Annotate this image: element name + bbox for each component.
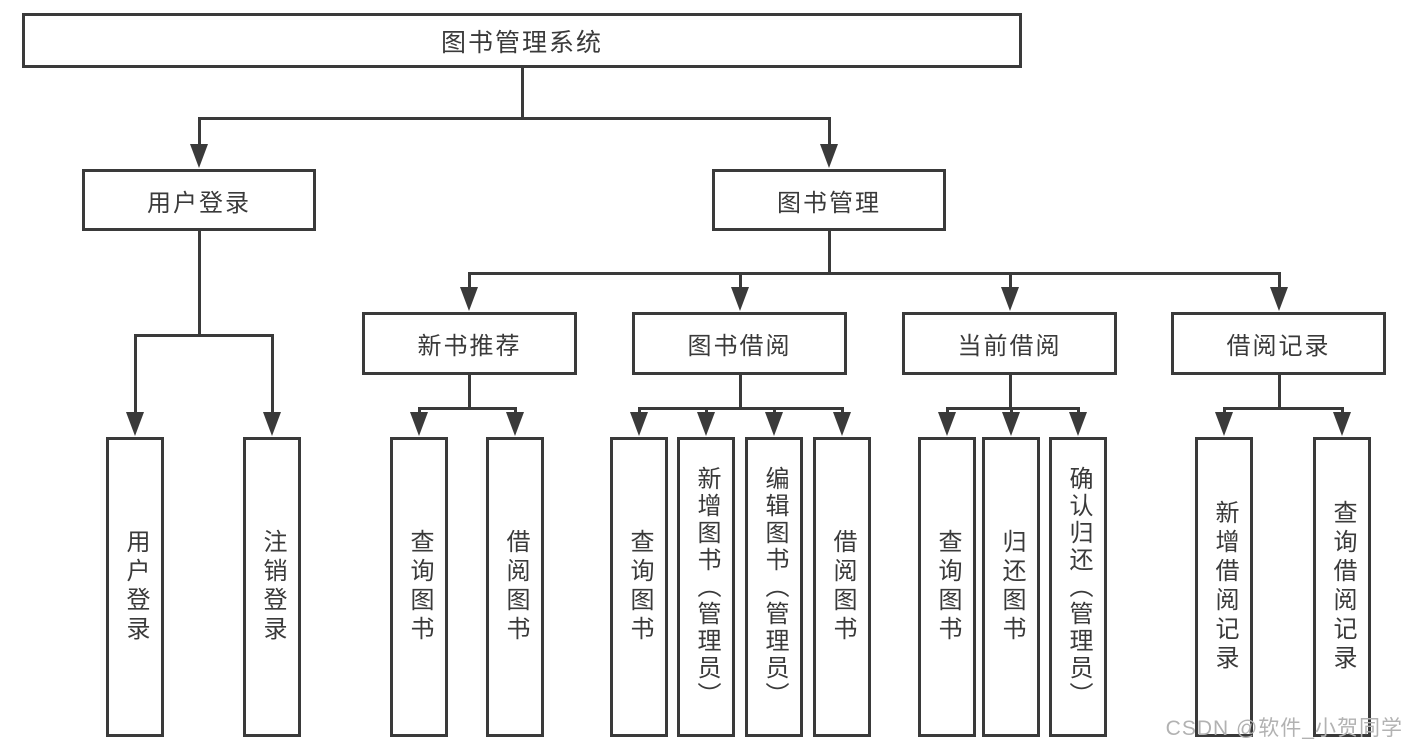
node-label: 查询图书 <box>406 529 433 645</box>
connector-line <box>946 407 1080 410</box>
node-leaf-borrowing-add-books-admin: 新增图书（管理员） <box>677 437 735 737</box>
node-leaf-records-query-borrow-record: 查询借阅记录 <box>1313 437 1371 737</box>
arrowhead-icon <box>1002 412 1020 436</box>
node-library-management-system: 图书管理系统 <box>22 13 1022 68</box>
node-leaf-records-add-borrow-record: 新增借阅记录 <box>1195 437 1253 737</box>
node-leaf-logout: 注销登录 <box>243 437 301 737</box>
node-label: 借阅图书 <box>502 529 529 645</box>
node-leaf-recommend-query-books: 查询图书 <box>390 437 448 737</box>
connector-line <box>1223 407 1344 410</box>
arrowhead-icon <box>460 287 478 311</box>
connector-line <box>198 118 201 146</box>
watermark-text: CSDN @软件_小贺同学 <box>1165 717 1403 740</box>
arrowhead-icon <box>263 412 281 436</box>
node-leaf-current-return-books: 归还图书 <box>982 437 1040 737</box>
node-label: 借阅记录 <box>1226 333 1331 360</box>
arrowhead-icon <box>731 287 749 311</box>
arrowhead-icon <box>190 144 208 168</box>
connector-line <box>134 334 274 337</box>
node-label: 当前借阅 <box>957 333 1062 360</box>
node-new-book-recommend: 新书推荐 <box>362 312 577 375</box>
connector-line <box>1009 375 1012 408</box>
node-label: 确认归还（管理员） <box>1065 465 1092 709</box>
node-label: 用户登录 <box>122 529 149 645</box>
connector-line <box>638 407 844 410</box>
arrowhead-icon <box>765 412 783 436</box>
node-label: 查询图书 <box>934 529 961 645</box>
connector-line <box>134 335 137 413</box>
node-book-management: 图书管理 <box>712 169 946 231</box>
node-label: 归还图书 <box>998 529 1025 645</box>
connector-line <box>468 273 471 289</box>
node-label: 借阅图书 <box>829 529 856 645</box>
arrowhead-icon <box>630 412 648 436</box>
connector-line <box>468 375 471 408</box>
arrowhead-icon <box>506 412 524 436</box>
arrowhead-icon <box>820 144 838 168</box>
node-leaf-borrowing-edit-books-admin: 编辑图书（管理员） <box>745 437 803 737</box>
connector-line <box>418 407 517 410</box>
node-label: 编辑图书（管理员） <box>761 465 788 709</box>
arrowhead-icon <box>1069 412 1087 436</box>
node-label: 注销登录 <box>259 529 286 645</box>
arrowhead-icon <box>833 412 851 436</box>
node-label: 新增借阅记录 <box>1211 500 1238 674</box>
node-label: 查询借阅记录 <box>1329 500 1356 674</box>
arrowhead-icon <box>410 412 428 436</box>
connector-line <box>198 231 201 335</box>
node-leaf-recommend-borrow-books: 借阅图书 <box>486 437 544 737</box>
connector-line <box>468 272 1281 275</box>
node-label: 图书管理系统 <box>440 28 603 57</box>
node-book-borrowing: 图书借阅 <box>632 312 847 375</box>
node-leaf-user-login: 用户登录 <box>106 437 164 737</box>
node-label: 新增图书（管理员） <box>693 465 720 709</box>
connector-line <box>1278 273 1281 289</box>
node-label: 查询图书 <box>626 529 653 645</box>
arrowhead-icon <box>1215 412 1233 436</box>
connector-line <box>198 117 831 120</box>
connector-line <box>271 335 274 413</box>
arrowhead-icon <box>1001 287 1019 311</box>
connector-line <box>1278 375 1281 408</box>
node-label: 图书管理 <box>777 189 881 217</box>
node-current-borrowing: 当前借阅 <box>902 312 1117 375</box>
connector-line <box>1009 273 1012 289</box>
connector-line <box>521 68 524 118</box>
connector-line <box>739 375 742 408</box>
node-user-login: 用户登录 <box>82 169 316 231</box>
node-leaf-current-query-books: 查询图书 <box>918 437 976 737</box>
node-leaf-current-confirm-return-admin: 确认归还（管理员） <box>1049 437 1107 737</box>
node-leaf-borrowing-borrow-books: 借阅图书 <box>813 437 871 737</box>
node-label: 图书借阅 <box>687 333 792 360</box>
node-label: 新书推荐 <box>417 333 522 360</box>
arrowhead-icon <box>126 412 144 436</box>
connector-line <box>828 118 831 146</box>
arrowhead-icon <box>1333 412 1351 436</box>
node-leaf-borrowing-query-books: 查询图书 <box>610 437 668 737</box>
node-borrowing-records: 借阅记录 <box>1171 312 1386 375</box>
arrowhead-icon <box>697 412 715 436</box>
arrowhead-icon <box>1270 287 1288 311</box>
node-label: 用户登录 <box>147 189 251 217</box>
arrowhead-icon <box>938 412 956 436</box>
connector-line <box>739 273 742 289</box>
connector-line <box>828 231 831 273</box>
